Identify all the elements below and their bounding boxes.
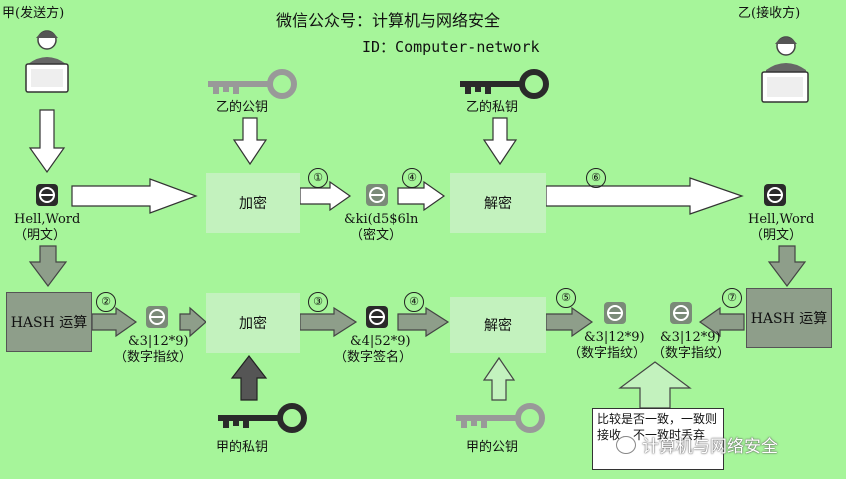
encrypt-top-box: 加密 bbox=[206, 173, 300, 233]
arrow-step5 bbox=[545, 306, 594, 338]
digest-1-caption: （数字指纹） bbox=[114, 350, 193, 365]
step-4b-marker: ④ bbox=[404, 292, 424, 312]
b-private-key-icon bbox=[460, 69, 549, 99]
arrow-bpub-down bbox=[232, 117, 268, 166]
a-public-key-label: 甲的公钥 bbox=[466, 440, 519, 455]
plaintext-right-caption: （明文） bbox=[750, 228, 803, 243]
arrow-compare-up bbox=[618, 361, 692, 409]
compare-note-box: 比较是否一致，一致则接收，不一致时丢弃 bbox=[592, 408, 724, 470]
receiver-label: 乙(接收方) bbox=[738, 6, 801, 21]
arrow-digest-to-encrypt bbox=[179, 306, 207, 338]
step-5-marker: ⑤ bbox=[556, 288, 576, 308]
a-private-key-label: 甲的私钥 bbox=[216, 440, 269, 455]
plaintext-right-lock-icon bbox=[764, 184, 786, 206]
arrow-step7 bbox=[698, 306, 745, 338]
decrypt-top-box: 解密 bbox=[450, 173, 546, 233]
arrow-step4a bbox=[397, 180, 446, 212]
arrow-apriv-up bbox=[230, 355, 268, 401]
ciphertext-text: &ki(d5$6ln bbox=[344, 212, 419, 227]
receiver-person-icon bbox=[761, 36, 809, 103]
b-public-key-label: 乙的公钥 bbox=[216, 100, 269, 115]
watermark-label: 计算机与网络安全 bbox=[642, 437, 778, 457]
step-2-marker: ② bbox=[96, 292, 116, 312]
digest-1-lock-icon bbox=[146, 306, 168, 328]
step-6-marker: ⑥ bbox=[586, 168, 606, 188]
encrypt-bottom-box: 加密 bbox=[206, 293, 300, 353]
digest-5-caption: （数字指纹） bbox=[568, 346, 647, 361]
wechat-icon bbox=[616, 436, 636, 454]
plaintext-left-caption: （明文） bbox=[14, 228, 67, 243]
watermark-text: 计算机与网络安全 bbox=[616, 432, 778, 457]
arrow-step3 bbox=[299, 306, 358, 338]
arrow-plaintext-to-encrypt bbox=[71, 178, 198, 214]
signature-text: &4|52*9) bbox=[350, 334, 411, 349]
step-1-marker: ① bbox=[308, 168, 328, 188]
digest-7-text: &3|12*9) bbox=[660, 330, 721, 345]
decrypt-bottom-box: 解密 bbox=[450, 297, 546, 353]
arrow-apub-up bbox=[482, 356, 516, 401]
digest-5-lock-icon bbox=[604, 302, 626, 324]
plaintext-right-text: Hell,Word bbox=[748, 212, 815, 227]
arrow-sender-down bbox=[28, 109, 66, 174]
digest-1-text: &3|12*9) bbox=[128, 334, 189, 349]
arrow-step2 bbox=[91, 306, 138, 338]
arrow-receiver-to-hash bbox=[767, 245, 807, 287]
a-private-key-icon bbox=[218, 403, 307, 433]
hash-left-box: HASH 运算 bbox=[6, 292, 92, 352]
step-7-marker: ⑦ bbox=[722, 288, 742, 308]
step-3-marker: ③ bbox=[308, 292, 328, 312]
signature-caption: （数字签名） bbox=[334, 350, 413, 365]
sender-person-icon bbox=[25, 30, 69, 93]
arrow-step4b bbox=[397, 306, 450, 338]
digest-7-caption: （数字指纹） bbox=[652, 346, 731, 361]
digest-7-lock-icon bbox=[670, 302, 692, 324]
digest-5-text: &3|12*9) bbox=[584, 330, 645, 345]
header-title: 微信公众号：计算机与网络安全 bbox=[276, 11, 501, 30]
header-id: ID：Computer-network bbox=[362, 38, 540, 56]
arrow-bpriv-down bbox=[482, 117, 518, 166]
arrow-step6 bbox=[545, 177, 744, 215]
step-4a-marker: ④ bbox=[402, 168, 422, 188]
ciphertext-caption: （密文） bbox=[350, 228, 403, 243]
hash-right-box: HASH 运算 bbox=[746, 288, 832, 348]
signature-lock-icon bbox=[366, 306, 388, 328]
plaintext-left-text: Hell,Word bbox=[14, 212, 81, 227]
a-public-key-icon bbox=[456, 403, 545, 433]
ciphertext-lock-icon bbox=[366, 184, 388, 206]
arrow-step1 bbox=[299, 180, 352, 212]
b-private-key-label: 乙的私钥 bbox=[466, 100, 519, 115]
arrow-plaintext-to-hash bbox=[28, 245, 68, 287]
sender-label: 甲(发送方) bbox=[2, 6, 65, 21]
plaintext-left-lock-icon bbox=[36, 184, 58, 206]
b-public-key-icon bbox=[208, 69, 297, 99]
